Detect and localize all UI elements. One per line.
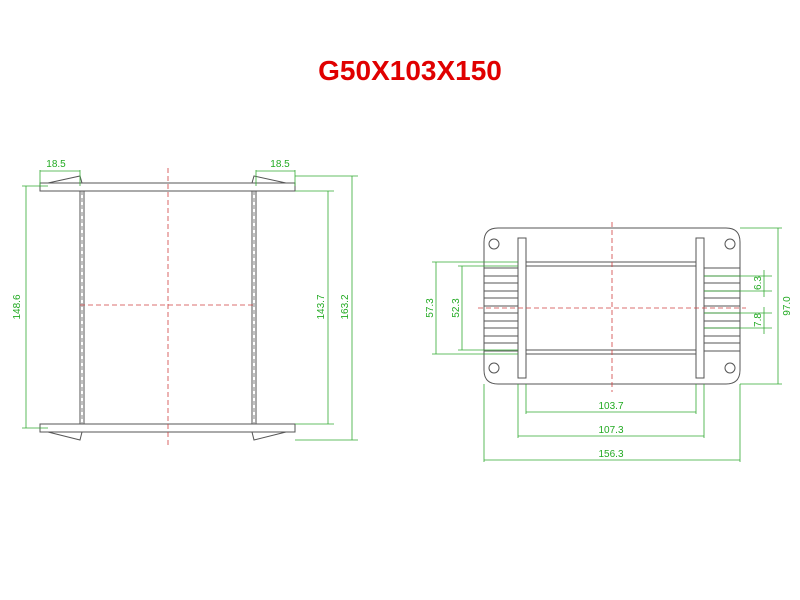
bottom-right-tab xyxy=(251,431,287,441)
dim-inner-height: 143.7 xyxy=(316,294,327,319)
left-pin-slots xyxy=(483,238,521,374)
left-side-view: 18.5 18.5 148.6 143.7 163.2 xyxy=(12,159,358,448)
dim-inner-width: 103.7 xyxy=(598,401,623,412)
top-right-tab xyxy=(251,175,287,184)
top-flange xyxy=(39,182,296,192)
bottom-left-tab xyxy=(47,431,83,441)
dim-left-inner: 52.3 xyxy=(451,298,462,318)
bottom-flange xyxy=(39,423,296,433)
dim-core-width: 107.3 xyxy=(598,425,623,436)
dim-outer-left-height: 148.6 xyxy=(12,294,23,319)
drawing-title: G50X103X150 xyxy=(318,55,502,86)
dim-overall-width: 156.3 xyxy=(598,449,623,460)
dim-top-right-flange: 18.5 xyxy=(270,159,290,170)
dim-overall-height: 163.2 xyxy=(340,294,351,319)
right-pin-slots xyxy=(703,238,741,374)
bobbin-flange-outline xyxy=(483,227,741,385)
dim-pin-gap: 7.8 xyxy=(753,313,764,327)
dim-top-left-flange: 18.5 xyxy=(46,159,66,170)
top-left-tab xyxy=(47,175,83,184)
dim-pin-pitch: 6.3 xyxy=(753,276,764,290)
front-view: 57.3 52.3 6.3 7.8 97.0 103.7 107.3 xyxy=(425,222,793,462)
dim-front-overall-height: 97.0 xyxy=(782,296,793,316)
dim-left-outer: 57.3 xyxy=(425,298,436,318)
